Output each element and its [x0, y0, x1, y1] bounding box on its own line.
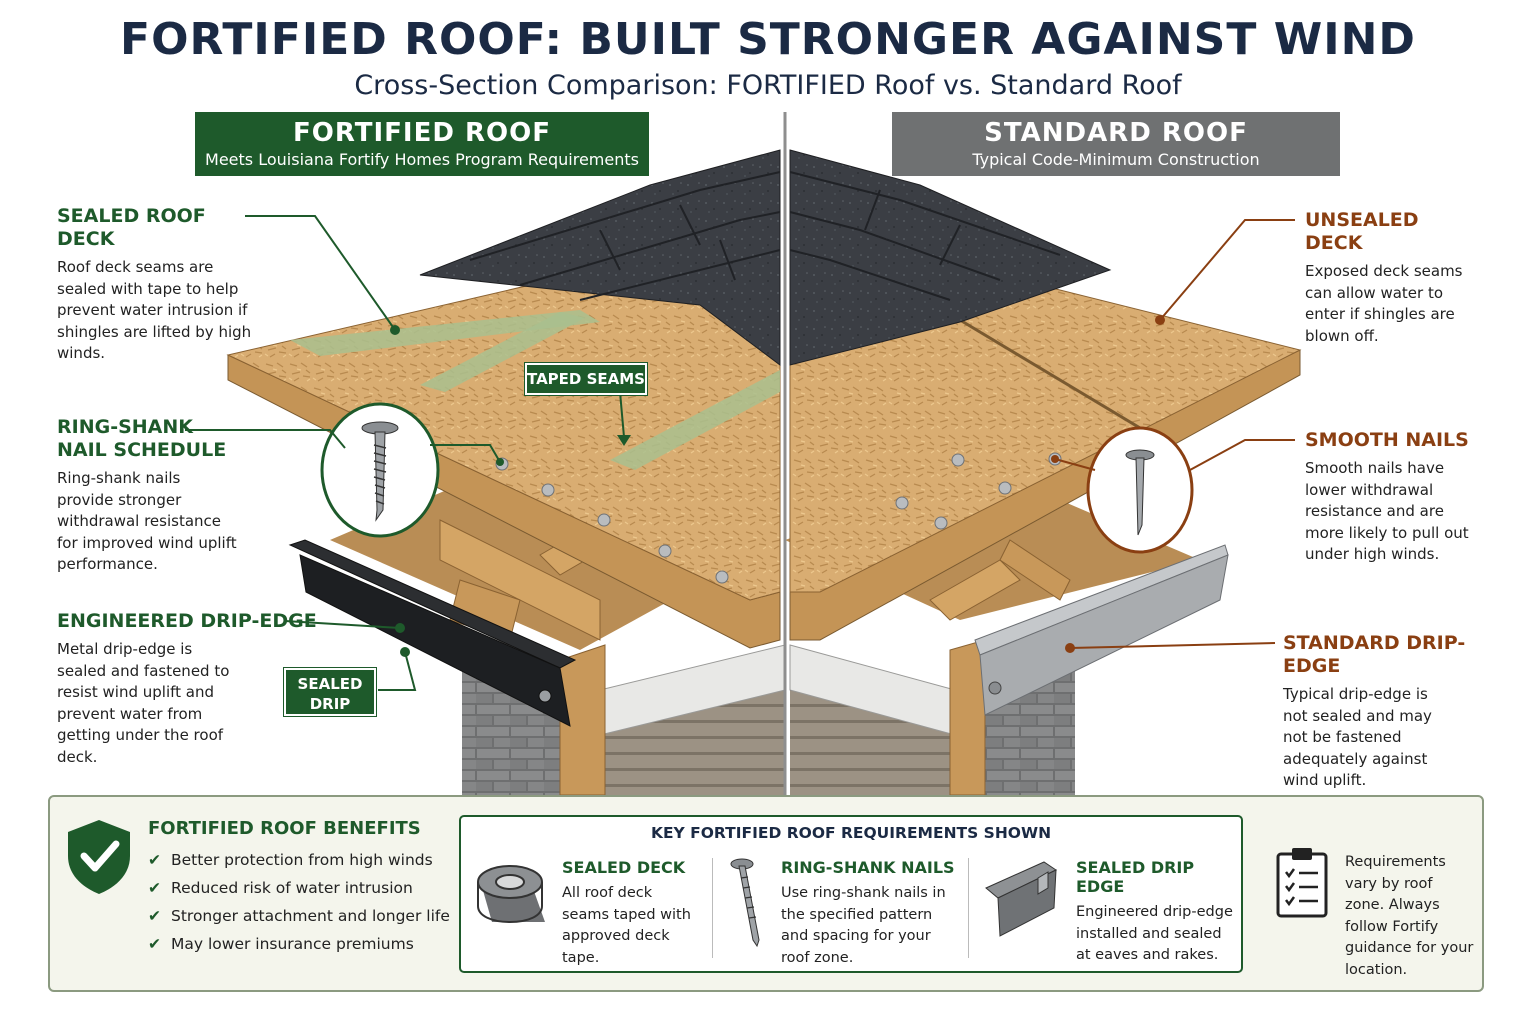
benefits-title: FORTIFIED ROOF BENEFITS: [148, 818, 421, 839]
page-title: FORTIFIED ROOF: BUILT STRONGER AGAINST W…: [120, 14, 1416, 65]
benefit-text: Better protection from high winds: [171, 851, 433, 869]
callout-text: Typical drip-edge is not sealed and may …: [1283, 685, 1432, 789]
callout-title-line1: RING-SHANK: [57, 416, 193, 438]
requirement-text: All roof deck seams taped with approved …: [562, 885, 691, 966]
requirements-box: [459, 815, 1243, 973]
sealed-drip-edge-tag: SEALED DRIP EDGE: [284, 668, 376, 733]
smooth-nail-icon: [1125, 449, 1155, 536]
requirement-text: Use ring-shank nails in the specified pa…: [781, 885, 946, 966]
standard-drip-edge: [979, 554, 1229, 716]
page-subtitle: Cross-Section Comparison: FORTIFIED Roof…: [354, 70, 1182, 101]
banner-title: STANDARD ROOF: [984, 118, 1248, 148]
taped-seams-tag: TAPED SEAMS: [525, 363, 647, 395]
callout-text: Exposed deck seams can allow water to en…: [1305, 262, 1463, 345]
requirement-sealed-deck: SEALED DECK All roof deck seams taped wi…: [562, 858, 702, 969]
clipboard-icon: [1276, 848, 1328, 918]
requirement-title: SEALED DECK: [562, 858, 686, 877]
callout-text: Roof deck seams are sealed with tape to …: [57, 258, 252, 362]
requirement-text: Engineered drip-edge installed and seale…: [1076, 904, 1233, 963]
callout-text: Ring-shank nails provide stronger withdr…: [57, 469, 237, 573]
callout-unsealed-deck: UNSEALED DECK Exposed deck seams can all…: [1305, 209, 1480, 347]
callout-title: ENGINEERED DRIP-EDGE: [57, 610, 317, 632]
banner-subtitle: Typical Code-Minimum Construction: [972, 150, 1260, 169]
banner-title: FORTIFIED ROOF: [293, 118, 551, 148]
check-icon: ✔: [148, 907, 161, 925]
benefit-text: Reduced risk of water intrusion: [171, 879, 413, 897]
tag-line1: SEALED: [297, 675, 363, 693]
taped-seam: [610, 370, 780, 470]
requirements-title: KEY FORTIFIED ROOF REQUIREMENTS SHOWN: [650, 824, 1052, 842]
callout-ring-shank-nail-schedule: RING-SHANK NAIL SCHEDULE Ring-shank nail…: [57, 416, 237, 576]
tape-roll-icon: [477, 865, 545, 924]
drip-edge-icon: [985, 861, 1058, 937]
callout-sealed-roof-deck: SEALED ROOF DECK Roof deck seams are sea…: [57, 205, 252, 365]
taped-seam: [290, 310, 600, 356]
shield-check-icon: [68, 820, 130, 894]
check-icon: ✔: [148, 851, 161, 869]
divider: [712, 858, 713, 958]
benefit-item: ✔ Stronger attachment and longer life: [148, 907, 450, 925]
requirement-sealed-drip-edge: SEALED DRIP EDGE Engineered drip-edge in…: [1076, 858, 1236, 967]
callout-title-line2: NAIL SCHEDULE: [57, 439, 227, 461]
roof-cross-section-illustration: [185, 112, 1302, 800]
check-icon: ✔: [148, 879, 161, 897]
callout-text: Metal drip-edge is sealed and fastened t…: [57, 640, 230, 766]
callout-standard-drip-edge: STANDARD DRIP-EDGE Typical drip-edge is …: [1283, 632, 1483, 792]
shingles-right: [789, 149, 1112, 366]
banner-subtitle: Meets Louisiana Fortify Homes Program Re…: [205, 150, 639, 169]
fortified-roof-banner: FORTIFIED ROOF Meets Louisiana Fortify H…: [195, 112, 649, 176]
callout-title: SEALED ROOF DECK: [57, 205, 206, 250]
divider: [968, 858, 969, 958]
callout-title: SMOOTH NAILS: [1305, 429, 1469, 451]
standard-roof-banner: STANDARD ROOF Typical Code-Minimum Const…: [892, 112, 1340, 176]
ring-shank-nail-icon: [361, 421, 399, 522]
benefit-text: May lower insurance premiums: [171, 935, 414, 953]
callout-title: STANDARD DRIP-EDGE: [1283, 632, 1466, 677]
taped-seam: [420, 312, 585, 392]
requirement-title: SEALED DRIP EDGE: [1076, 858, 1195, 896]
requirement-ring-shank-nails: RING-SHANK NAILS Use ring-shank nails in…: [781, 858, 961, 969]
callout-engineered-drip-edge: ENGINEERED DRIP-EDGE Metal drip-edge is …: [57, 610, 317, 768]
callout-title: UNSEALED DECK: [1305, 209, 1419, 254]
benefit-item: ✔ May lower insurance premiums: [148, 935, 414, 953]
roof-zone-note: Requirements vary by roof zone. Always f…: [1345, 854, 1474, 978]
shingles-left: [419, 149, 781, 366]
benefit-item: ✔ Reduced risk of water intrusion: [148, 879, 413, 897]
benefit-item: ✔ Better protection from high winds: [148, 851, 433, 869]
engineered-drip-edge: [299, 554, 571, 727]
callout-text: Smooth nails have lower withdrawal resis…: [1305, 459, 1469, 563]
check-icon: ✔: [148, 935, 161, 953]
tag-line2: DRIP EDGE: [307, 695, 353, 733]
nail-icon: [730, 858, 760, 948]
requirement-title: RING-SHANK NAILS: [781, 858, 955, 877]
exposed-deck-seam: [959, 318, 1161, 442]
callout-smooth-nails: SMOOTH NAILS Smooth nails have lower wit…: [1305, 429, 1480, 566]
benefit-text: Stronger attachment and longer life: [171, 907, 450, 925]
